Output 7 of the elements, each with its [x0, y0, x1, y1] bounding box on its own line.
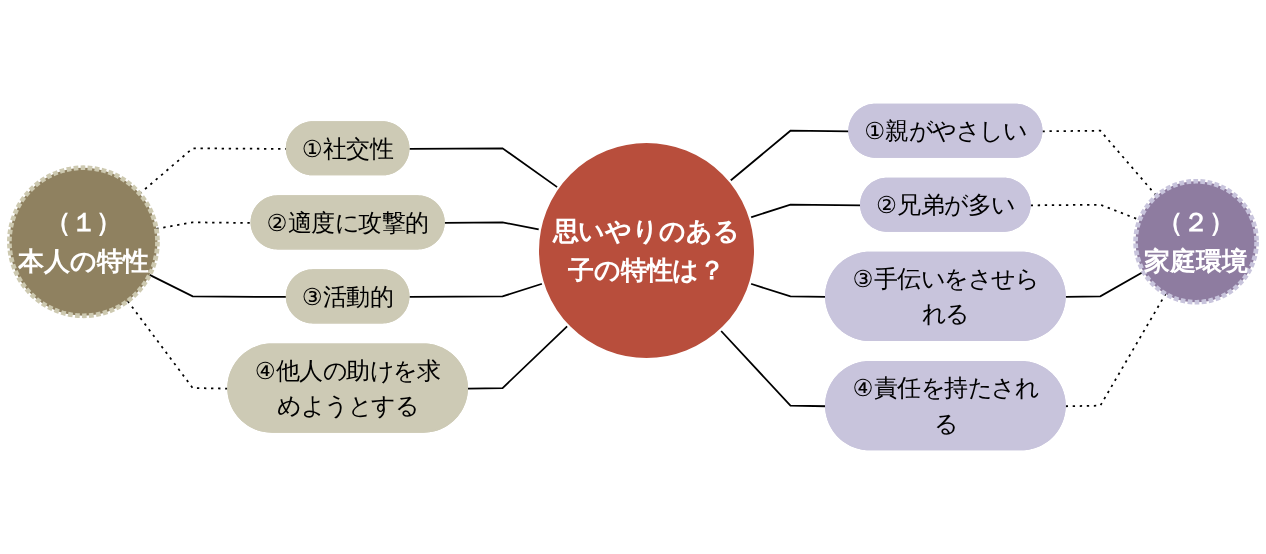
node-circle: （２） 家庭環境: [1133, 178, 1259, 305]
node-circle: （１） 本人の特性: [7, 165, 160, 319]
connector: [408, 282, 544, 298]
connector: [408, 147, 559, 189]
connector: [467, 324, 569, 390]
connector: [1041, 129, 1158, 197]
node-circle: 思いやりのある子の特性は？: [536, 140, 757, 361]
